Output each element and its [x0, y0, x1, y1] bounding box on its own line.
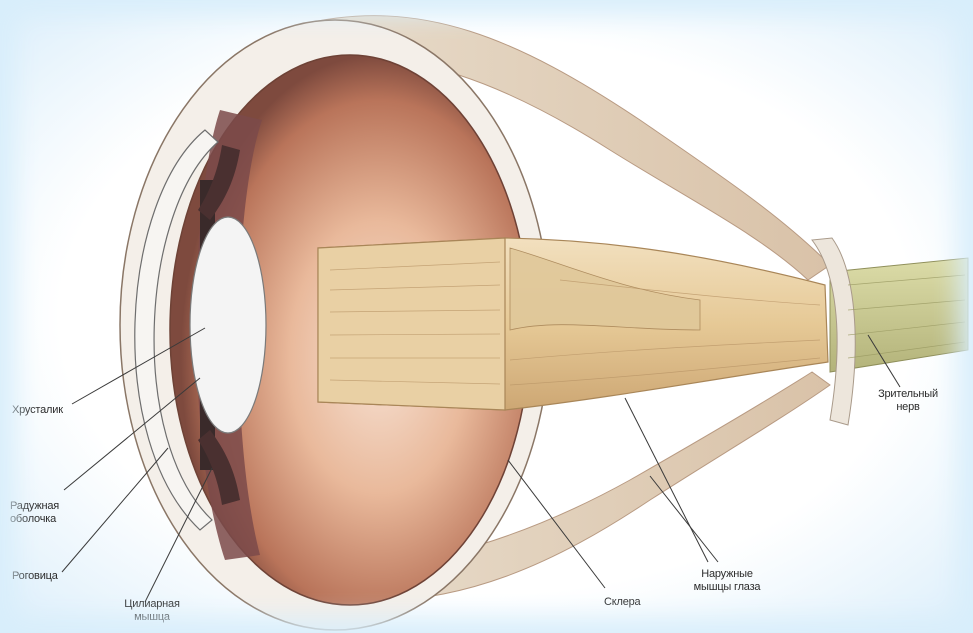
label-cornea: Роговица [12, 570, 58, 583]
label-iris: Радужная оболочка [10, 500, 59, 526]
label-optic-nerve: Зрительный нерв [868, 388, 948, 414]
muscle-cut-face [318, 238, 505, 410]
label-lens: Хрусталик [12, 404, 63, 417]
lens [190, 217, 266, 433]
label-sclera: Склера [604, 596, 640, 609]
label-ciliary-muscle: Цилиарная мышца [112, 598, 192, 624]
label-external-muscles: Наружные мышцы глаза [672, 568, 782, 594]
